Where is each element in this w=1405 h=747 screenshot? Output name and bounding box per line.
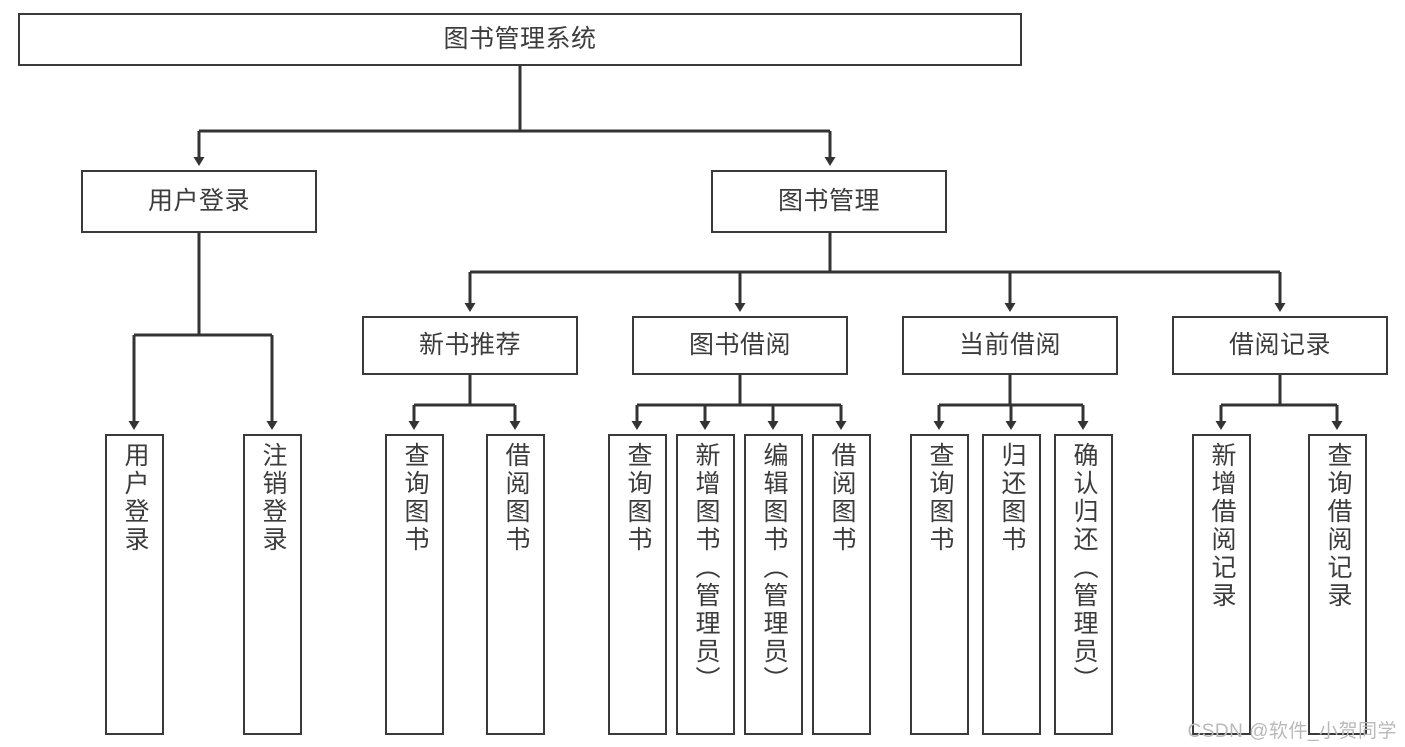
node-leaf-query-record[interactable]: 查询借阅记录 — [1308, 434, 1367, 735]
node-book-borrow-label: 图书借阅 — [688, 330, 791, 359]
node-leaf-user-login[interactable]: 用户登录 — [105, 434, 164, 735]
node-leaf-user-login-label: 用户登录 — [121, 442, 149, 554]
watermark-text: CSDN @软件_小贺同学 — [1187, 721, 1397, 742]
edge-borrow-to-leaves — [631, 375, 847, 430]
node-leaf-query-book-current[interactable]: 查询图书 — [910, 434, 969, 735]
node-leaf-add-book-label: 新增图书（管理员） — [692, 442, 720, 694]
edge-login-to-leaves — [128, 233, 278, 430]
node-book-management[interactable]: 图书管理 — [711, 170, 947, 233]
node-leaf-edit-book[interactable]: 编辑图书（管理员） — [744, 434, 803, 735]
node-leaf-confirm-return[interactable]: 确认归还（管理员） — [1054, 434, 1113, 735]
node-leaf-add-record-label: 新增借阅记录 — [1208, 442, 1236, 610]
edge-bookmgmt-to-level2 — [464, 233, 1286, 312]
node-leaf-query-record-label: 查询借阅记录 — [1324, 442, 1352, 610]
node-leaf-return-book-label: 归还图书 — [998, 442, 1026, 554]
node-borrow-record-label: 借阅记录 — [1228, 330, 1331, 359]
node-new-book-recommend[interactable]: 新书推荐 — [362, 316, 578, 375]
node-leaf-query-book-newbook-label: 查询图书 — [401, 442, 429, 554]
node-leaf-borrow-book-borrow[interactable]: 借阅图书 — [812, 434, 871, 735]
node-leaf-edit-book-label: 编辑图书（管理员） — [760, 442, 788, 694]
node-leaf-add-record[interactable]: 新增借阅记录 — [1192, 434, 1251, 735]
node-root-label: 图书管理系统 — [443, 24, 597, 53]
node-leaf-add-book[interactable]: 新增图书（管理员） — [676, 434, 735, 735]
node-leaf-return-book[interactable]: 归还图书 — [982, 434, 1041, 735]
node-root[interactable]: 图书管理系统 — [18, 13, 1022, 66]
node-current-borrow[interactable]: 当前借阅 — [902, 316, 1118, 375]
edge-newbook-to-leaves — [408, 375, 521, 430]
node-user-login-label: 用户登录 — [147, 186, 250, 215]
node-leaf-logout-label: 注销登录 — [259, 442, 287, 554]
node-leaf-logout[interactable]: 注销登录 — [243, 434, 302, 735]
node-leaf-confirm-return-label: 确认归还（管理员） — [1070, 442, 1098, 694]
edge-current-to-leaves — [933, 375, 1089, 430]
edge-root-to-level1 — [193, 66, 836, 166]
node-user-login[interactable]: 用户登录 — [81, 170, 317, 233]
node-leaf-borrow-book-borrow-label: 借阅图书 — [828, 442, 856, 554]
node-leaf-query-book-borrow-label: 查询图书 — [624, 442, 652, 554]
node-book-management-label: 图书管理 — [777, 186, 880, 215]
node-leaf-borrow-book-newbook-label: 借阅图书 — [502, 442, 530, 554]
node-leaf-query-book-borrow[interactable]: 查询图书 — [608, 434, 667, 735]
node-leaf-borrow-book-newbook[interactable]: 借阅图书 — [486, 434, 545, 735]
node-borrow-record[interactable]: 借阅记录 — [1172, 316, 1388, 375]
node-current-borrow-label: 当前借阅 — [958, 330, 1061, 359]
node-leaf-query-book-current-label: 查询图书 — [926, 442, 954, 554]
edge-record-to-leaves — [1215, 375, 1343, 430]
node-leaf-query-book-newbook[interactable]: 查询图书 — [385, 434, 444, 735]
node-new-book-recommend-label: 新书推荐 — [418, 330, 521, 359]
node-book-borrow[interactable]: 图书借阅 — [632, 316, 848, 375]
